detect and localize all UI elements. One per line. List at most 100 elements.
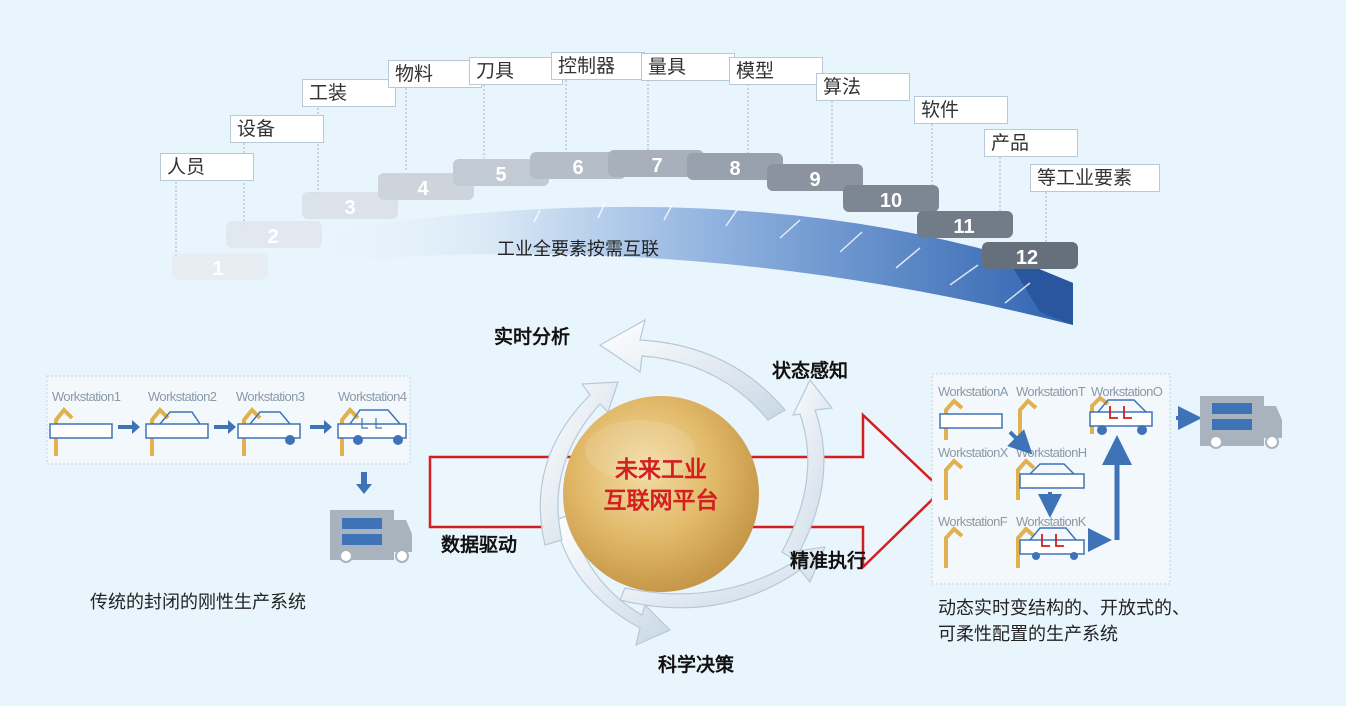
connection-band: [300, 206, 1073, 325]
step-pill-5: [453, 159, 549, 186]
platform-sphere: [563, 396, 759, 592]
step-number-2: 2: [267, 226, 278, 248]
step-pill-10: [843, 185, 939, 212]
left-system-caption: 传统的封闭的刚性生产系统: [90, 592, 306, 613]
band-stripes: [533, 202, 1031, 304]
right-workstations: WorkstationA WorkstationT WorkstationO W…: [938, 384, 1163, 568]
step-pill-9: [767, 164, 863, 191]
left-ws-label-4: Workstation4: [338, 389, 407, 404]
workpiece-icon: [159, 411, 201, 425]
conveyor-icon: [49, 423, 113, 439]
arrow-right-icon: [214, 420, 236, 434]
right-ws-label-t: WorkstationT: [1016, 384, 1086, 399]
conveyor-icon: [1089, 411, 1153, 427]
step-pill-2: [226, 221, 322, 248]
step-pill-8: [687, 153, 783, 180]
car-marks-icon: [1041, 534, 1064, 547]
right-ws-label-a: WorkstationA: [938, 384, 1009, 399]
right-output: [1176, 396, 1282, 449]
element-label-tool: 刀具: [469, 57, 563, 85]
right-system-caption-line2: 可柔性配置的生产系统: [938, 624, 1118, 645]
step-number-10: 10: [880, 190, 902, 212]
wheel-icon: [1032, 552, 1040, 560]
arrow-right-icon: [118, 420, 140, 434]
right-ws-label-f: WorkstationF: [938, 514, 1008, 529]
robot-arm-icon: [944, 458, 964, 500]
leader-lines: [175, 80, 1047, 258]
left-output: [330, 472, 412, 563]
car-body-icon: [1029, 527, 1077, 541]
element-label-etc: 等工业要素: [1030, 164, 1160, 192]
step-number-11: 11: [953, 216, 974, 238]
cycle-arrows: [539, 318, 834, 647]
conveyor-icon: [237, 423, 301, 439]
platform-title-line1: 未来工业: [615, 457, 707, 483]
wheel-icon: [285, 435, 295, 445]
element-label-equipment: 设备: [230, 115, 324, 143]
step-pills: [172, 150, 1078, 280]
robot-arm-icon: [1016, 526, 1036, 568]
right-ws-label-x: WorkstationX: [938, 445, 1009, 460]
element-label-algorithm: 算法: [816, 73, 910, 101]
step-number-7: 7: [651, 155, 662, 177]
step-pill-1: [172, 253, 268, 280]
right-ws-label-o: WorkstationO: [1091, 384, 1163, 399]
car-body-icon: [1097, 399, 1147, 413]
right-ws-label-k: WorkstationK: [1016, 514, 1087, 529]
right-system-caption-line1: 动态实时变结构的、开放式的、: [938, 598, 1190, 619]
step-pill-11: [917, 211, 1013, 238]
car-marks-icon: [1109, 406, 1132, 419]
step-numbers: 1 2 3 4 5 6 7 8 9 10 11 12: [212, 155, 1038, 280]
conveyor-icon: [939, 413, 1003, 429]
truck-icon: [1200, 396, 1282, 449]
left-ws-label-2: Workstation2: [148, 389, 217, 404]
arrow-right-icon: [310, 420, 332, 434]
step-pill-6: [530, 152, 626, 179]
step-number-4: 4: [417, 178, 429, 200]
element-label-gauge: 量具: [641, 53, 735, 81]
step-number-3: 3: [344, 197, 355, 219]
cycle-label-data-driven: 数据驱动: [441, 534, 518, 556]
conveyor-icon: [337, 423, 407, 439]
wheel-icon: [1070, 552, 1078, 560]
element-label-model: 模型: [729, 57, 823, 85]
right-ws-label-h: WorkstationH: [1016, 445, 1087, 460]
element-label-fixture: 工装: [302, 79, 396, 107]
left-system-panel: [46, 375, 411, 465]
arrow-diagonal-icon: [1007, 429, 1033, 455]
element-label-material: 物料: [388, 60, 482, 88]
element-label-controller: 控制器: [551, 52, 645, 80]
step-pill-12: [982, 242, 1078, 269]
wheel-icon: [1097, 425, 1107, 435]
platform-title-line2: 互联网平台: [603, 488, 719, 514]
step-pill-3: [302, 192, 398, 219]
conveyor-icon: [1019, 473, 1085, 489]
car-marks-icon: [361, 418, 382, 429]
left-ws-label-3: Workstation3: [236, 389, 305, 404]
cycle-label-scientific-decision: 科学决策: [658, 654, 735, 676]
step-number-8: 8: [729, 158, 740, 180]
robot-arm-icon: [1016, 458, 1036, 500]
workpiece-icon: [249, 411, 291, 425]
step-number-9: 9: [809, 169, 820, 191]
conveyor-icon: [145, 423, 209, 439]
element-label-personnel: 人员: [160, 153, 254, 181]
left-ws-label-1: Workstation1: [52, 389, 121, 404]
interconnect-caption: 工业全要素按需互联: [497, 239, 659, 260]
step-number-6: 6: [572, 157, 583, 179]
robot-arm-icon: [944, 526, 964, 568]
cycle-label-precise-execution: 精准执行: [790, 550, 867, 572]
step-number-1: 1: [212, 258, 223, 280]
element-label-software: 软件: [914, 96, 1008, 124]
step-pill-4: [378, 173, 474, 200]
wheel-icon: [1137, 425, 1147, 435]
element-label-product: 产品: [984, 129, 1078, 157]
platform-title: 未来工业 互联网平台: [566, 455, 756, 517]
car-body-icon: [349, 409, 401, 425]
conveyor-icon: [1019, 539, 1085, 555]
left-workstations: Workstation1 Workstation2 Workstation3 W…: [49, 389, 407, 456]
arrow-down-icon: [356, 472, 372, 494]
wheel-icon: [393, 435, 403, 445]
robot-arm-icon: [1018, 398, 1038, 440]
